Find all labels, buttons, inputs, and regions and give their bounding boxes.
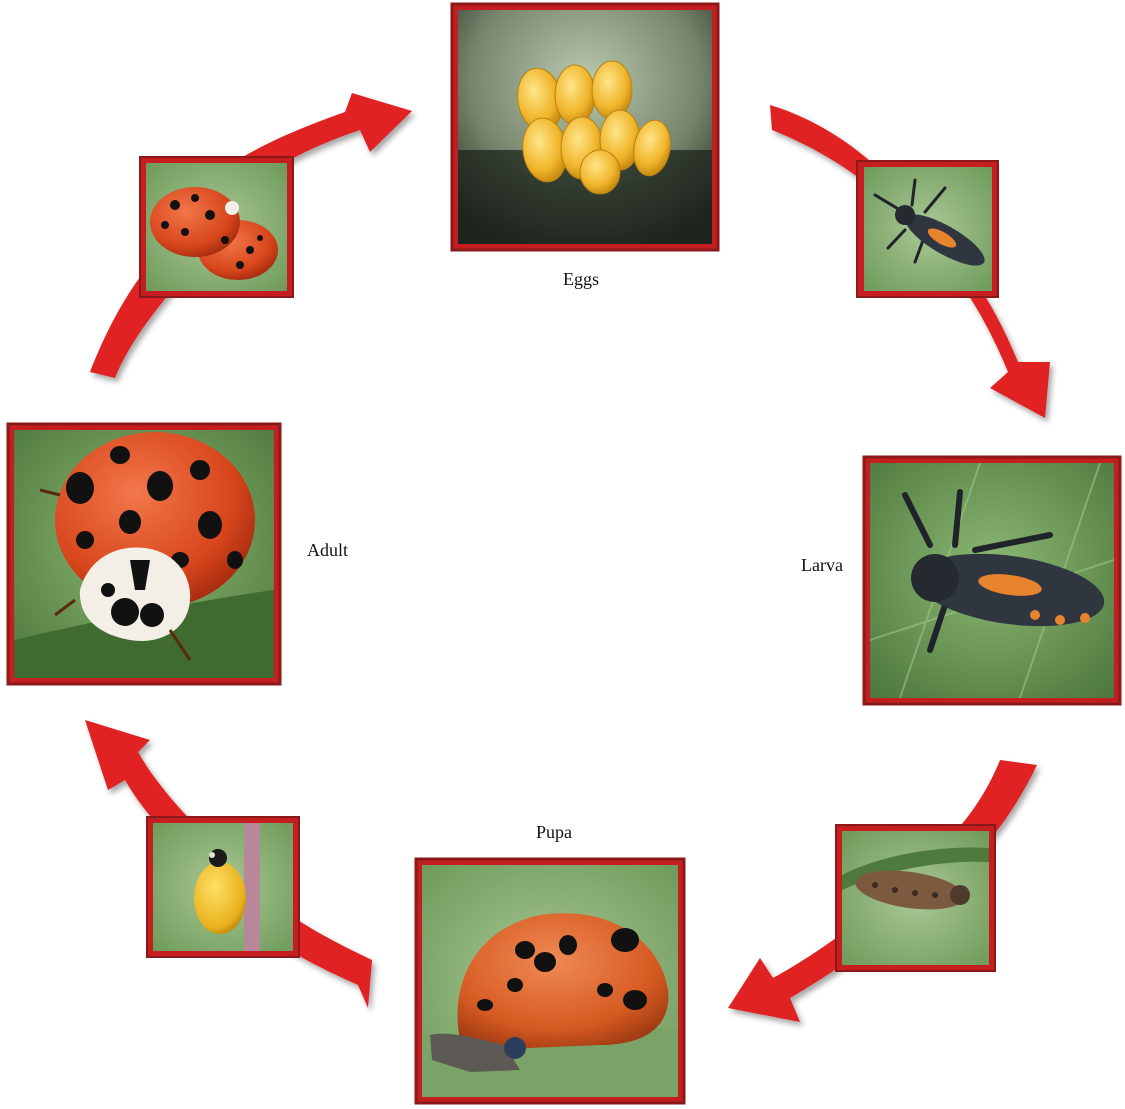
photo-mating-ladybugs bbox=[140, 157, 293, 297]
photo-adult bbox=[8, 424, 280, 684]
young-larva-icon bbox=[864, 167, 992, 291]
larva-icon bbox=[870, 463, 1114, 698]
photo-prepupa bbox=[836, 825, 995, 971]
early-pupa-icon bbox=[153, 823, 293, 951]
photo-larva bbox=[864, 457, 1120, 704]
photo-eggs bbox=[452, 4, 718, 250]
photo-pupa bbox=[416, 859, 684, 1103]
pupa-icon bbox=[422, 865, 678, 1097]
label-pupa: Pupa bbox=[536, 822, 572, 843]
ladybug-icon bbox=[14, 430, 274, 678]
photo-young-larva bbox=[857, 161, 998, 297]
label-larva: Larva bbox=[801, 555, 843, 576]
label-adult: Adult bbox=[307, 540, 348, 561]
label-eggs: Eggs bbox=[563, 269, 599, 290]
egg-cluster-icon bbox=[458, 10, 712, 244]
prepupa-icon bbox=[842, 831, 989, 965]
mating-ladybugs-icon bbox=[146, 163, 287, 291]
photo-early-pupa bbox=[147, 817, 299, 957]
